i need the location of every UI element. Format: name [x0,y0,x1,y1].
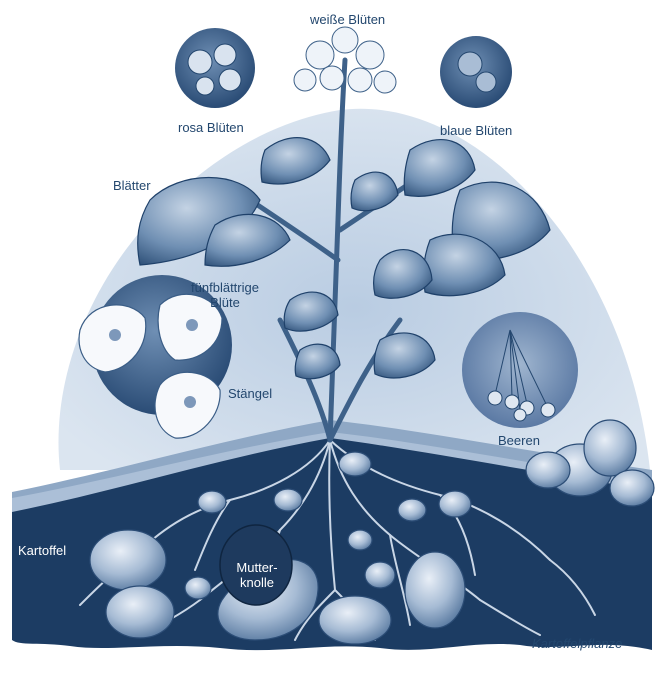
tuber [405,552,465,628]
label-pink-flowers: rosa Blüten [178,120,244,135]
tuber [185,577,211,599]
tuber [584,420,636,476]
pink-flowers-circle [175,28,255,108]
label-five-petal-flower-line1: fünfblättrige [180,280,270,295]
label-stem: Stängel [228,386,272,401]
label-mother-tuber-line1: Mutter- [222,560,292,575]
label-potato: Kartoffel [18,543,66,558]
blue-flowers-circle [440,36,512,108]
caption: Kartoffelpflanze [532,636,622,651]
tuber [348,530,372,550]
tuber [365,562,395,588]
tuber [610,470,654,506]
tuber [439,491,471,517]
label-mother-tuber-line2: knolle [222,575,292,590]
label-berries: Beeren [498,433,540,448]
tuber [106,586,174,638]
label-mother-tuber: Mutter- knolle [222,560,292,590]
label-blue-flowers: blaue Blüten [440,123,512,138]
label-leaves: Blätter [113,178,151,193]
label-white-flowers: weiße Blüten [310,12,385,27]
tuber [339,452,371,476]
tuber [398,499,426,521]
tuber [90,530,166,590]
tuber [198,491,226,513]
label-five-petal-flower-line2: Blüte [180,295,270,310]
berries-circle [462,312,578,428]
tuber [526,452,570,488]
label-five-petal-flower: fünfblättrige Blüte [180,280,270,310]
tuber [319,596,391,644]
tuber [274,489,302,511]
